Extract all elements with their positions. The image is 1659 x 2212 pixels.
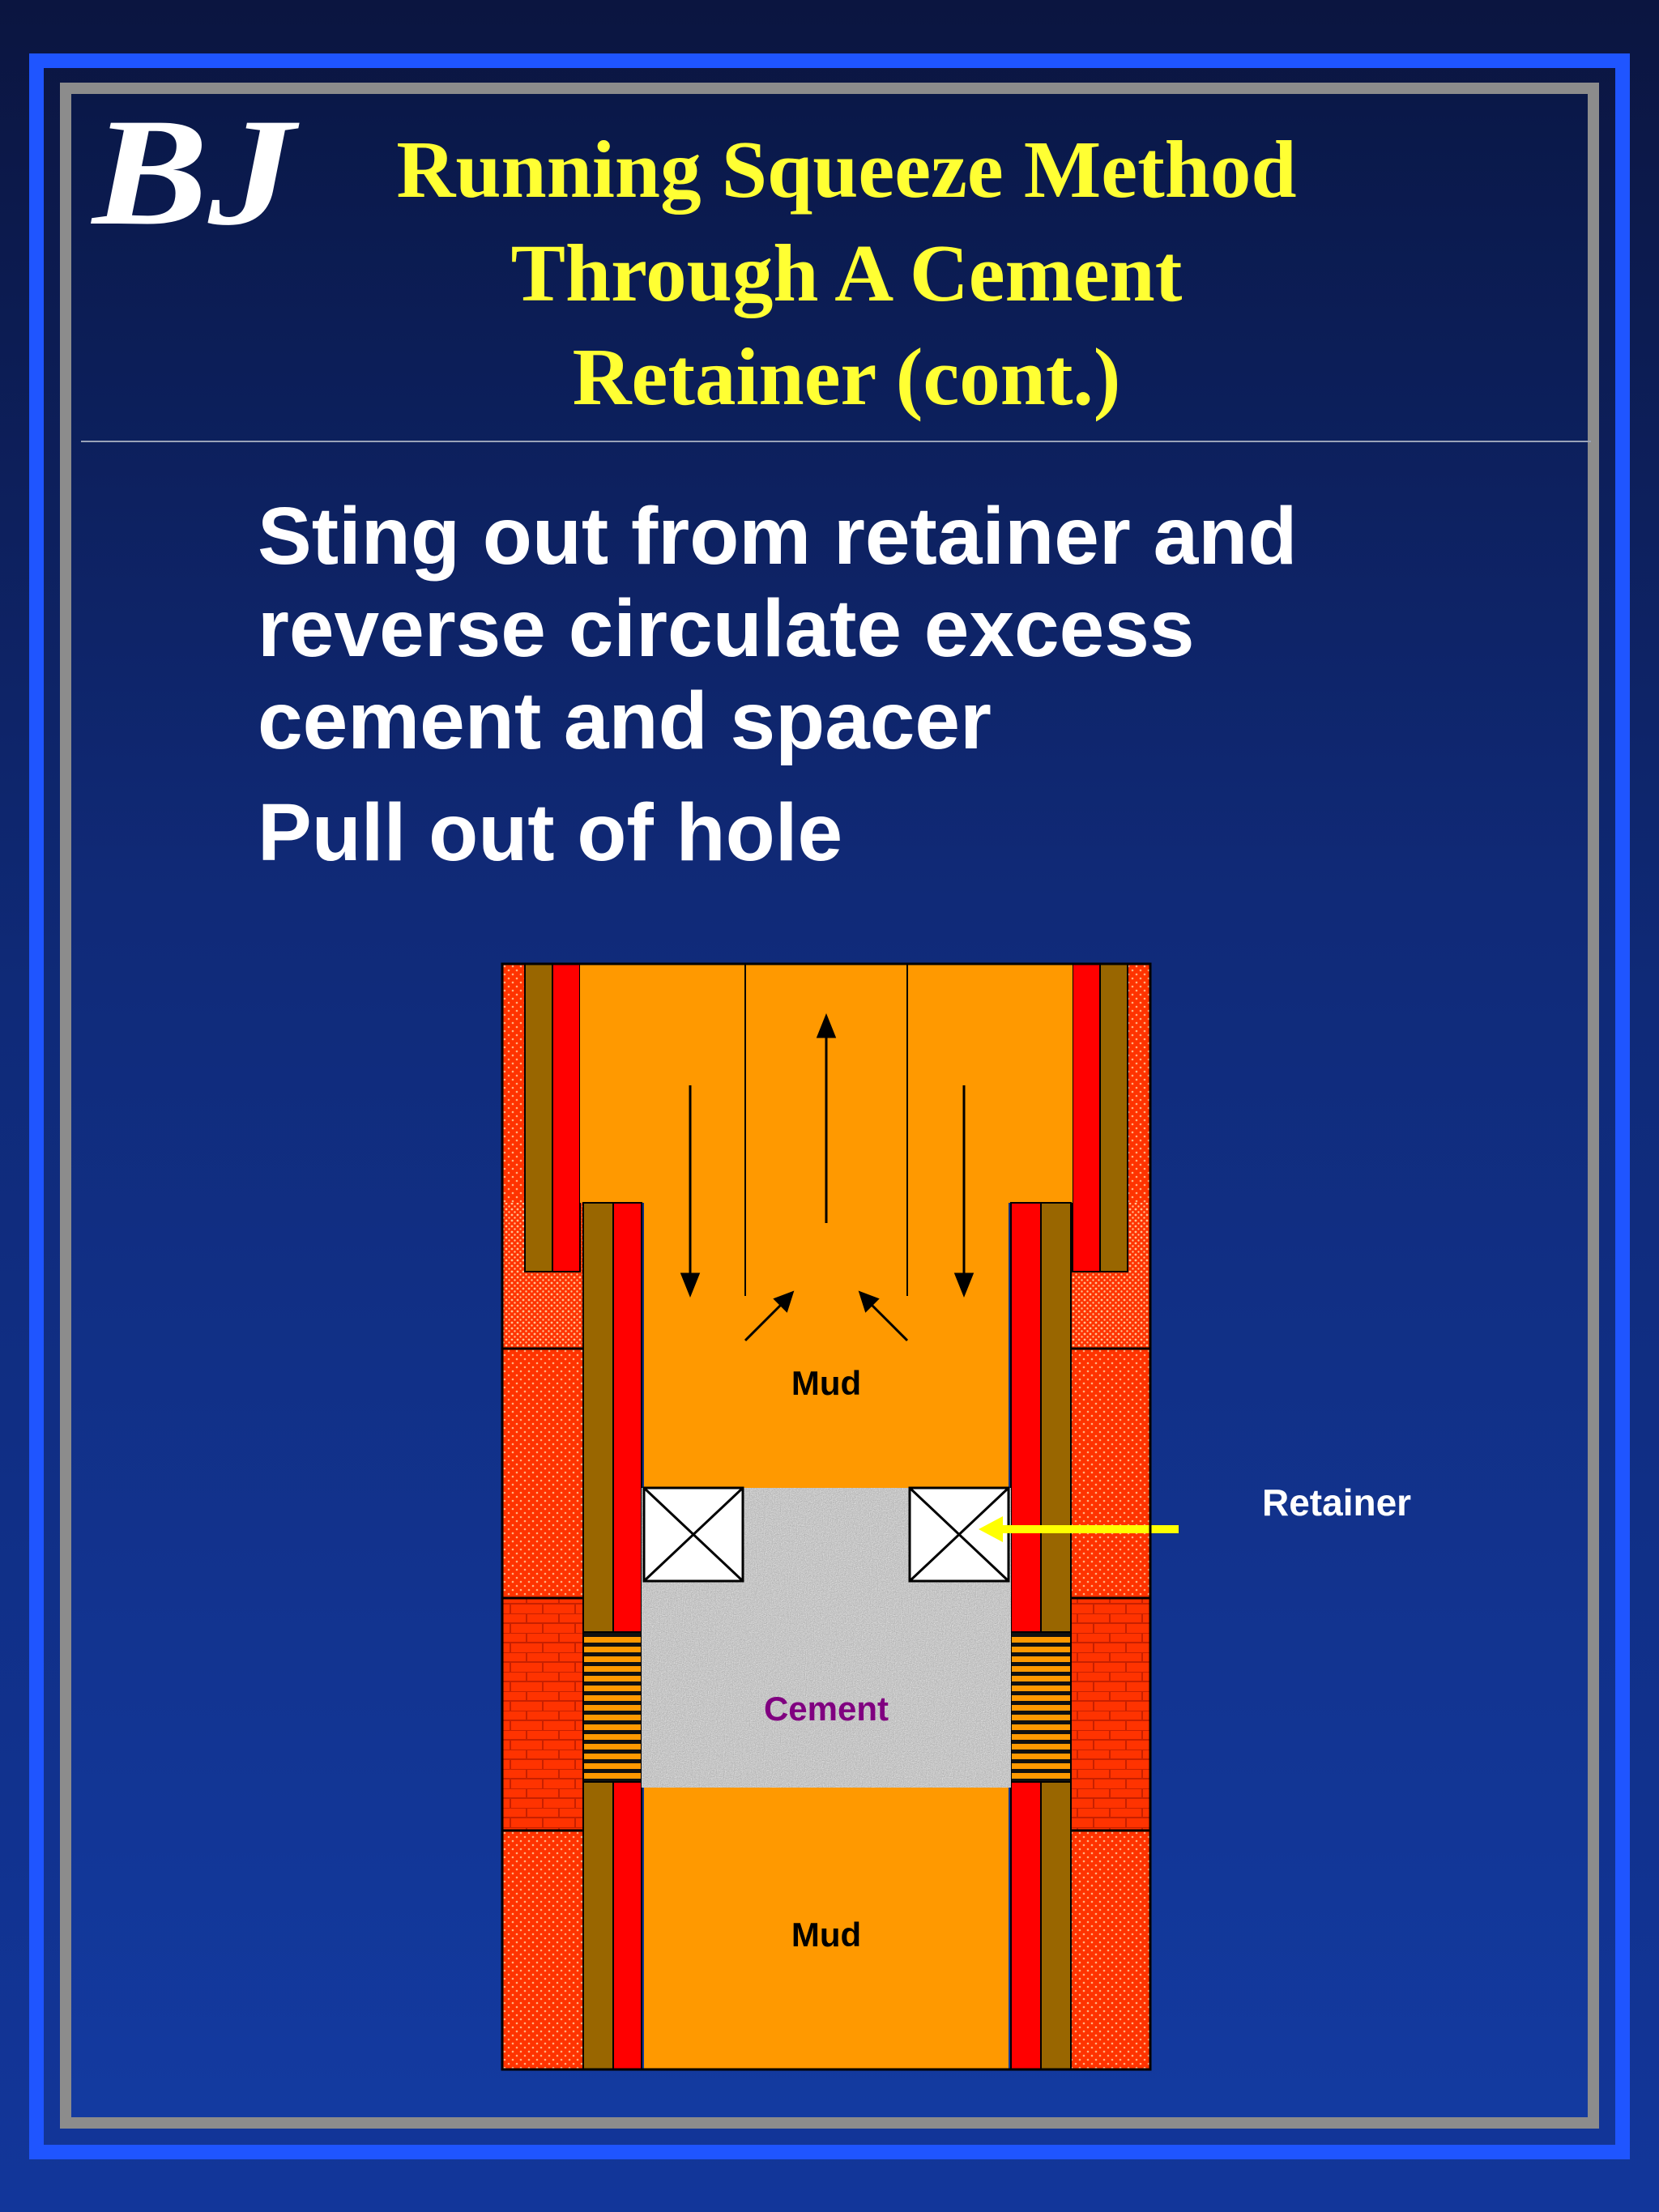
flow-arrows [680, 1012, 975, 1342]
label-mud-upper: Mud [791, 1364, 861, 1402]
bj-logo-text: BJ [91, 104, 301, 249]
bullet-line: reverse circulate excess [258, 583, 1195, 674]
bullet-line: Pull out of hole [258, 787, 843, 878]
title-line-2: Through A Cement [510, 228, 1183, 318]
formation-right [1071, 964, 1150, 2069]
bullet-pull-out: Pull out of hole [258, 786, 1489, 879]
title-divider [81, 441, 1591, 442]
formation-left [502, 964, 583, 2069]
diagram-border [501, 962, 1152, 2071]
title-line-1: Running Squeeze Method [396, 124, 1297, 215]
bullet-line: cement and spacer [258, 676, 992, 766]
title-line-3: Retainer (cont.) [572, 331, 1121, 422]
retainer-pointer-arrow [979, 1516, 1179, 1542]
label-retainer: Retainer [1262, 1481, 1412, 1524]
bullet-list: Sting out from retainer and reverse circ… [258, 490, 1489, 879]
wellbore-diagram: Mud Cement Mud [501, 962, 1179, 2071]
label-mud-lower: Mud [791, 1916, 861, 1954]
page-title: Running Squeeze Method Through A Cement … [308, 117, 1385, 428]
mud-lower [644, 1788, 1009, 2069]
cement-slurry [642, 1488, 1011, 1788]
cement-retainer [642, 1486, 1010, 1583]
bj-logo: BJ [91, 104, 301, 249]
perforations [582, 1631, 1072, 1783]
label-cement: Cement [764, 1690, 889, 1728]
bullet-line: Sting out from retainer and [258, 491, 1298, 582]
workstring [744, 964, 908, 1296]
bullet-sting-out: Sting out from retainer and reverse circ… [258, 490, 1489, 767]
outer-frame [29, 53, 1630, 2159]
